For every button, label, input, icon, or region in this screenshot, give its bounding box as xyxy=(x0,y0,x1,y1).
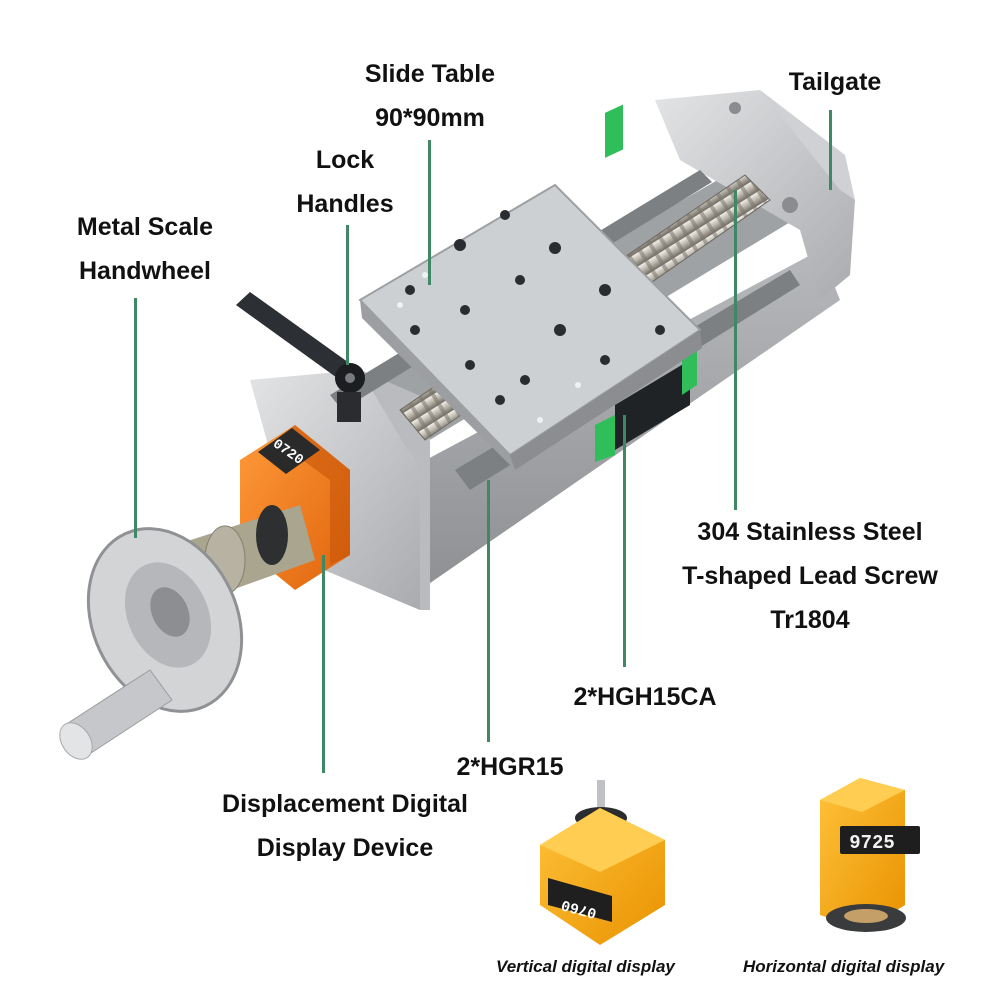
label-slide-table-line-1: Slide Table xyxy=(364,60,496,88)
label-lock-handles-line-1: Lock xyxy=(315,146,375,174)
leader-lock-handles xyxy=(346,225,349,365)
leader-tailgate xyxy=(829,110,832,190)
label-rail-line-1: 2*HGR15 xyxy=(456,753,564,781)
label-slide-table: Slide Table 90*90mm xyxy=(330,52,530,140)
horizontal-display-photo: 9725 xyxy=(820,778,920,932)
leader-slide-table xyxy=(428,140,431,285)
label-display-device-line-2: Display Device xyxy=(256,834,434,862)
horizontal-counter-reading: 9725 xyxy=(849,832,895,854)
leader-handwheel xyxy=(134,298,137,538)
leader-lines xyxy=(134,110,832,773)
slide-table xyxy=(358,183,702,470)
caption-horizontal-display: Horizontal digital display xyxy=(743,957,945,976)
label-lead-screw-line-1: 304 Stainless Steel xyxy=(697,518,923,546)
label-tailgate: Tailgate xyxy=(760,60,910,104)
label-display-device: Displacement Digital Display Device xyxy=(180,782,510,870)
label-handwheel: Metal Scale Handwheel xyxy=(40,205,250,293)
vertical-display-photo: 0760 xyxy=(540,780,665,945)
label-tailgate-line-1: Tailgate xyxy=(788,68,882,96)
label-lock-handles-line-2: Handles xyxy=(296,190,394,218)
handwheel xyxy=(59,505,315,760)
label-display-device-line-1: Displacement Digital xyxy=(222,790,468,818)
label-rail: 2*HGR15 xyxy=(420,745,600,789)
leader-rail xyxy=(487,480,490,742)
label-carriage-line-1: 2*HGH15CA xyxy=(573,683,717,711)
label-lead-screw-line-2: T-shaped Lead Screw xyxy=(682,562,938,590)
label-slide-table-line-2: 90*90mm xyxy=(375,104,485,132)
lock-handle xyxy=(236,292,365,422)
leader-display-device xyxy=(322,555,325,773)
label-lead-screw: 304 Stainless Steel T-shaped Lead Screw … xyxy=(640,510,980,642)
leader-carriage xyxy=(623,415,626,667)
label-handwheel-line-1: Metal Scale xyxy=(76,213,214,241)
caption-vertical-display: Vertical digital display xyxy=(496,957,675,976)
label-handwheel-line-2: Handwheel xyxy=(79,257,211,285)
label-lock-handles: Lock Handles xyxy=(270,138,420,226)
label-lead-screw-line-3: Tr1804 xyxy=(770,606,850,634)
leader-lead-screw xyxy=(734,190,737,510)
label-carriage: 2*HGH15CA xyxy=(540,675,750,719)
